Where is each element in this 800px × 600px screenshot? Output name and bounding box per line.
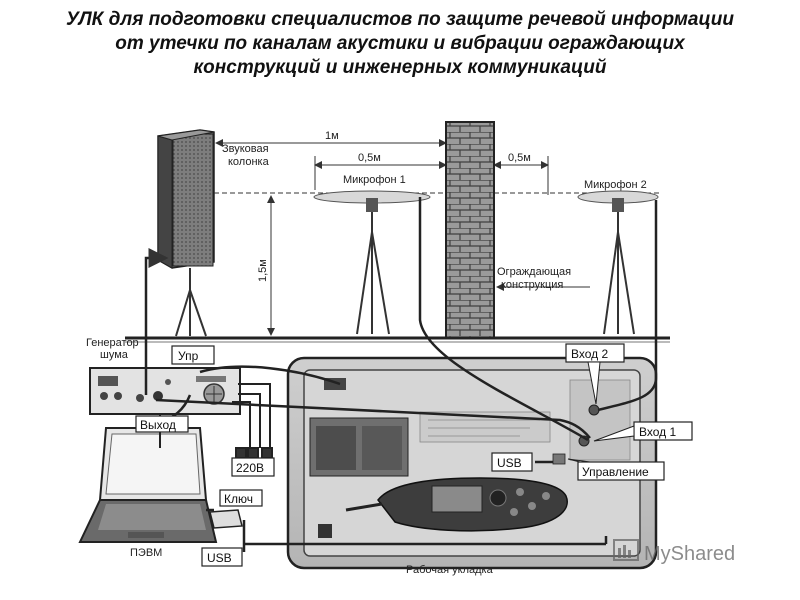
key-dongle [209,509,243,529]
label-box-vhod1: Вход 1 [593,421,693,442]
dimension-05m-left [314,156,447,190]
dim-05m-right-label: 0,5м [508,152,531,164]
generator-label-1: Генератор [86,337,139,349]
label-box-vyhod: Выход [135,415,189,433]
title-line-2: от утечки по каналам акустики и вибрации… [115,33,685,54]
title-line-3: конструкций и инженерных коммуникаций [193,57,607,78]
vhod1-label: Вход 1 [639,425,676,439]
dimension-05m-right [493,156,549,195]
speaker-label-2: колонка [228,156,270,168]
upravlenie-label: Управление [582,465,649,479]
laptop-pevm [78,427,218,543]
watermark-logo-icon [613,539,639,561]
brick-wall [445,121,495,339]
height-label: 1,5м [257,259,269,282]
upr-label: Упр [178,349,199,363]
floor-line [125,336,670,343]
usb-right-label: USB [497,456,522,470]
mic1-label: Микрофон 1 [343,174,406,186]
power-plugs [159,383,273,459]
mic2-label: Микрофон 2 [584,179,647,191]
label-box-vhod2: Вход 2 [565,343,625,405]
cables [144,197,658,552]
vyhod-label: Выход [140,418,176,432]
diagram-title: УЛК для подготовки специалистов по защит… [0,8,800,80]
speaker [157,129,215,269]
label-box-klyuch: Ключ [219,489,263,507]
microphone-2 [577,190,659,335]
speaker-label-1: Звуковая [222,143,269,155]
watermark-text: MyShared [644,543,735,565]
generator-label-2: шума [100,349,129,361]
label-box-usb-right: USB [491,452,533,472]
microphone-1 [313,190,431,335]
label-box-usb-left: USB [201,547,243,567]
label-box-upravlenie: Управление [567,458,665,481]
v220-label: 220В [236,461,264,475]
dim-1m-label: 1м [325,130,339,142]
title-line-1: УЛК для подготовки специалистов по защит… [66,9,734,30]
laptop-label: ПЭВМ [130,547,162,559]
usb-left-label: USB [207,551,232,565]
label-box-220v: 220В [231,457,275,477]
klyuch-label: Ключ [224,492,253,506]
watermark: MyShared [613,539,735,565]
case-label: Рабочая укладка [406,564,494,576]
sound-level-meter [345,477,568,532]
label-box-upr: Упр [171,345,215,365]
wall-label-2: конструкция [501,279,563,291]
vhod2-label: Вход 2 [571,347,608,361]
noise-generator [89,367,241,415]
wall-label-1: Ограждающая [497,266,571,278]
dim-05m-left-label: 0,5м [358,152,381,164]
speaker-tripod [175,268,207,337]
